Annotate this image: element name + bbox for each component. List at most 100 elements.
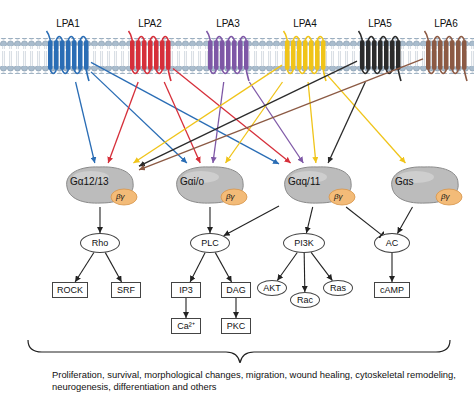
signal-arrow xyxy=(225,82,282,163)
c-terminus xyxy=(168,70,171,81)
transmembrane-helix xyxy=(366,40,371,70)
transmembrane-helix xyxy=(232,40,237,70)
receptor-loop xyxy=(240,37,246,41)
effector-box: PKC xyxy=(221,318,251,334)
node-label: LPA1 xyxy=(45,18,91,30)
transmembrane-helix xyxy=(166,40,171,70)
c-terminus xyxy=(246,70,249,81)
transmembrane-helix xyxy=(456,40,461,70)
lpa-receptor: LPA2 xyxy=(127,18,173,82)
receptor-loop xyxy=(458,37,464,41)
effector-box: ROCK xyxy=(52,282,88,298)
signal-arrow xyxy=(277,252,297,280)
receptor-loop xyxy=(317,37,323,41)
effector-ellipse: Ras xyxy=(323,280,353,296)
node-label: LPA2 xyxy=(127,18,173,30)
receptor-loop xyxy=(311,70,317,74)
node-label: PLC xyxy=(201,239,219,248)
receptor-loop xyxy=(74,70,80,74)
n-terminus xyxy=(47,31,51,40)
transmembrane-helix xyxy=(438,40,443,70)
transmembrane-helix xyxy=(54,40,59,70)
receptor-helices xyxy=(45,30,91,82)
node-label: LPA6 xyxy=(423,18,469,30)
transmembrane-helix xyxy=(78,40,83,70)
receptor-loop xyxy=(392,37,398,41)
transmembrane-helix xyxy=(244,40,249,70)
inhibition-line xyxy=(346,207,382,235)
node-label: PI3K xyxy=(294,239,314,248)
alpha-subunit xyxy=(392,167,459,203)
signal-arrow xyxy=(108,82,138,163)
g-protein: Gαi/oβγ xyxy=(171,163,249,207)
node-label: LPA5 xyxy=(357,18,403,30)
node-label: SRF xyxy=(117,286,135,295)
receptor-loop xyxy=(150,37,156,41)
transmembrane-helix xyxy=(142,40,147,70)
receptor-helices xyxy=(357,30,403,82)
beta-gamma-subunit xyxy=(436,189,462,205)
transmembrane-helix xyxy=(360,40,365,70)
subunit-name: βγ xyxy=(116,193,125,201)
signal-arrow xyxy=(133,65,282,163)
receptor-loop xyxy=(56,37,62,41)
transmembrane-helix xyxy=(396,40,401,70)
transmembrane-helix xyxy=(154,40,159,70)
outcome-note: Proliferation, survival, morphological c… xyxy=(52,369,462,393)
c-terminus xyxy=(86,70,89,81)
transmembrane-helix xyxy=(238,40,243,70)
transmembrane-helix xyxy=(309,40,314,70)
transmembrane-helix xyxy=(72,40,77,70)
receptor-loop xyxy=(156,70,162,74)
signal-arrow xyxy=(91,62,279,164)
lpa-receptor: LPA4 xyxy=(282,18,328,82)
transmembrane-helix xyxy=(136,40,141,70)
alpha-subunit xyxy=(67,167,134,203)
node-label: Rho xyxy=(92,239,109,248)
signal-arrow xyxy=(139,61,357,166)
receptor-loop xyxy=(305,37,311,41)
signal-arrow xyxy=(139,59,423,170)
receptor-helices xyxy=(127,30,173,82)
signal-arrow xyxy=(328,82,365,163)
transmembrane-helix xyxy=(303,40,308,70)
subunit-name: βγ xyxy=(334,193,343,201)
effector-ellipse: AKT xyxy=(257,280,287,296)
beta-gamma-subunit xyxy=(221,189,247,205)
n-terminus xyxy=(129,31,133,40)
signal-arrow xyxy=(105,253,121,282)
node-label: cAMP xyxy=(380,286,404,295)
effector-box: DAG xyxy=(221,282,251,298)
signal-arrow xyxy=(328,76,405,163)
g-protein-name: Gαs xyxy=(395,177,414,187)
alpha-subunit xyxy=(177,167,244,203)
beta-gamma-subunit xyxy=(329,189,355,205)
g-protein: Gαs βγ xyxy=(386,163,464,207)
receptor-loop xyxy=(144,70,150,74)
receptor-helices xyxy=(282,30,328,82)
transmembrane-helix xyxy=(432,40,437,70)
signal-arrow xyxy=(215,253,231,282)
transmembrane-helix xyxy=(214,40,219,70)
subunit-name: βγ xyxy=(441,193,450,201)
membrane-inner-leaflet xyxy=(0,66,474,74)
node-label: PKC xyxy=(227,322,246,331)
receptor-loop xyxy=(452,70,458,74)
transmembrane-helix xyxy=(378,40,383,70)
effector-box: IP3 xyxy=(171,282,201,298)
signal-arrow xyxy=(306,207,312,233)
membrane-outer-leaflet xyxy=(0,38,474,46)
node-label: DAG xyxy=(226,286,246,295)
receptor-loop xyxy=(222,70,228,74)
transmembrane-helix xyxy=(462,40,467,70)
receptor-loop xyxy=(380,37,386,41)
transmembrane-helix xyxy=(450,40,455,70)
n-terminus xyxy=(425,31,429,40)
signal-arrow xyxy=(185,298,186,318)
receptor-loop xyxy=(446,37,452,41)
transmembrane-helix xyxy=(226,40,231,70)
transmembrane-helix xyxy=(291,40,296,70)
receptor-loop xyxy=(68,37,74,41)
effector-box: SRF xyxy=(111,282,141,298)
n-terminus xyxy=(207,31,211,40)
